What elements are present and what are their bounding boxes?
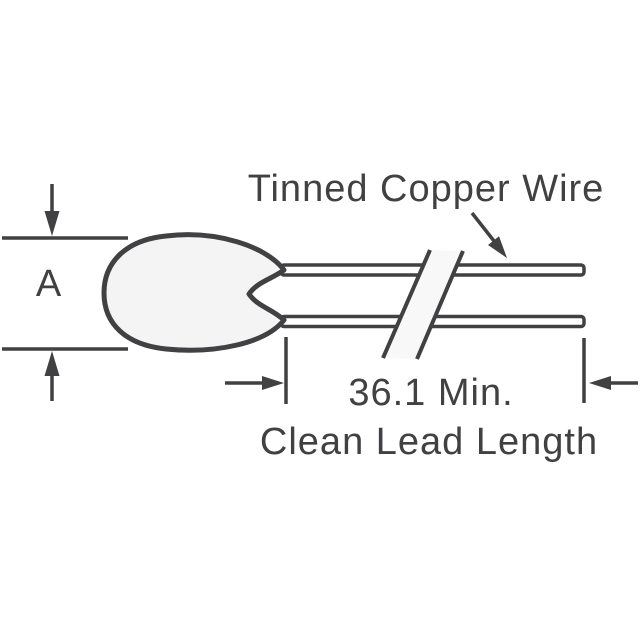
arrow-up-icon [44, 351, 60, 376]
leader-arrowhead-icon [488, 236, 507, 258]
arrow-left-icon [589, 376, 611, 390]
arrow-right-icon [262, 376, 284, 390]
wire-callout-label: Tinned Copper Wire [247, 168, 605, 210]
arrow-down-icon [44, 211, 60, 236]
lead-length-value-label: 36.1 Min. [348, 372, 514, 414]
break-line-right [415, 250, 465, 360]
break-band [383, 250, 463, 359]
leader-line [470, 211, 496, 243]
body-diameter-label: A [35, 263, 63, 305]
component-body [101, 232, 287, 353]
break-line-left [381, 249, 432, 359]
lead-length-caption-label: Clean Lead Length [259, 421, 599, 463]
